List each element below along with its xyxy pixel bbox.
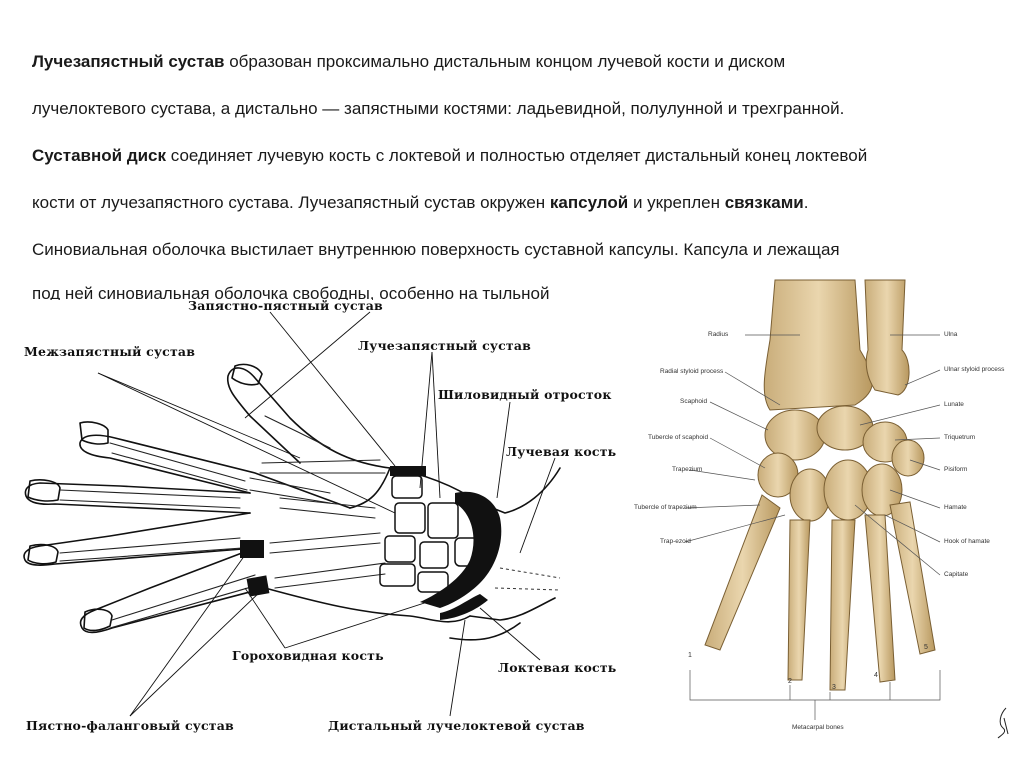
- line-6-text: под ней синовиальная оболочка свободны, …: [32, 286, 550, 300]
- term-capsule: капсулой: [549, 193, 629, 212]
- metacarpal-number-5: 5: [924, 644, 928, 651]
- label-distal-radioulnar-joint: Дистальный лучелоктевой сустав: [328, 718, 585, 733]
- label-trapezoid-en: Trap-ezoid: [660, 538, 691, 545]
- hand-line-drawing: [23, 311, 561, 717]
- metacarpal-number-2: 2: [788, 678, 792, 685]
- label-triquetrum-en: Triquetrum: [944, 434, 976, 441]
- line-4-text-a: кости от лучезапястного сустава. Лучезап…: [32, 193, 550, 212]
- paragraph-line-2: лучелоктевого сустава, а дистально — зап…: [32, 99, 992, 119]
- label-carpometacarpal-joint: Запястно-пястный сустав: [188, 298, 383, 313]
- label-ulna: Локтевая кость: [498, 660, 617, 675]
- label-pisiform-en: Pisiform: [944, 466, 968, 473]
- term-radiocarpal-joint: Лучезапястный сустав: [32, 52, 225, 71]
- label-metacarpophalangeal-joint: Пястно-фаланговый сустав: [26, 718, 234, 733]
- line-5-text: Синовиальная оболочка выстилает внутренн…: [32, 240, 840, 259]
- label-styloid-process: Шиловидный отросток: [438, 387, 612, 402]
- metacarpal-number-3: 3: [832, 684, 836, 691]
- label-pisiform: Гороховидная кость: [232, 648, 384, 663]
- signature-mark: [997, 707, 1009, 739]
- term-ligaments: связками: [724, 193, 804, 212]
- wrist-bones-illustration: [684, 279, 941, 720]
- line-2-text: лучелоктевого сустава, а дистально — зап…: [32, 99, 845, 118]
- paragraph-line-5: Синовиальная оболочка выстилает внутренн…: [32, 240, 992, 260]
- line-4-text-c: и укреплен: [628, 193, 725, 212]
- paragraph-line-1: Лучезапястный сустав образован проксимал…: [32, 52, 992, 72]
- label-capitate-en: Capitate: [944, 571, 969, 578]
- line-1-text: образован проксимально дистальным концом…: [224, 52, 786, 71]
- paragraph-line-4: кости от лучезапястного сустава. Лучезап…: [32, 193, 992, 213]
- label-radius: Лучевая кость: [506, 444, 617, 459]
- label-ulna-en: Ulna: [944, 331, 958, 338]
- term-articular-disc: Суставной диск: [32, 146, 167, 165]
- label-radial-styloid-en: Radial styloid process: [660, 368, 724, 375]
- label-hook-hamate-en: Hook of hamate: [944, 538, 990, 545]
- label-tubercle-scaphoid-en: Tubercle of scaphoid: [648, 434, 709, 441]
- paragraph-line-3: Суставной диск соединяет лучевую кость с…: [32, 146, 992, 166]
- metacarpal-number-4: 4: [874, 672, 878, 679]
- paragraph-line-6-cut: под ней синовиальная оболочка свободны, …: [32, 286, 642, 300]
- label-metacarpal-bones-en: Metacarpal bones: [792, 724, 844, 731]
- label-radius-en: Radius: [708, 331, 729, 338]
- label-lunate-en: Lunate: [944, 401, 964, 408]
- label-hamate-en: Hamate: [944, 504, 967, 511]
- label-radiocarpal-joint: Лучезапястный сустав: [358, 338, 532, 353]
- line-4-text-e: .: [803, 193, 809, 212]
- label-tubercle-trapezium-en: Tubercle of trapezium: [634, 504, 697, 511]
- label-trapezium-en: Trapezium: [672, 466, 703, 473]
- label-intercarpal-joint: Межзапястный сустав: [24, 344, 196, 359]
- line-3-text: соединяет лучевую кость с локтевой и пол…: [166, 146, 868, 165]
- label-ulnar-styloid-en: Ulnar styloid process: [944, 366, 1005, 373]
- label-scaphoid-en: Scaphoid: [680, 398, 708, 405]
- metacarpal-number-1: 1: [688, 652, 692, 659]
